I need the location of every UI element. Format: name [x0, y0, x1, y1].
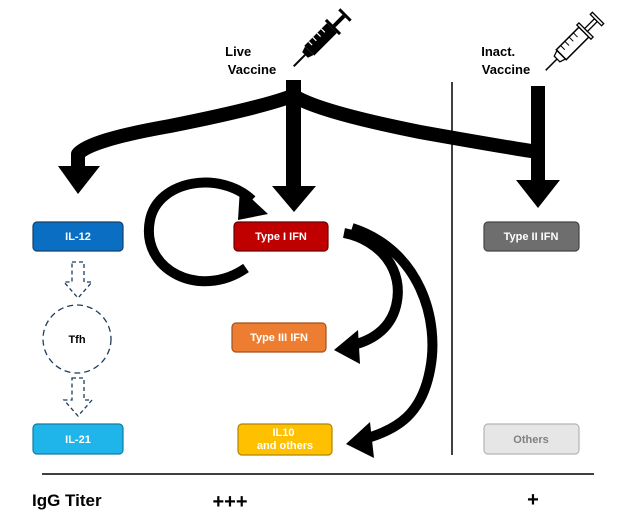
trunk-bar	[286, 80, 301, 188]
type1-ifn-label: Type I IFN	[255, 231, 307, 243]
syringe-outline-icon	[545, 11, 605, 71]
others-node: Others	[483, 423, 580, 455]
inactivated-vaccine-label-line1: Inact.	[481, 44, 515, 59]
il21-node: IL-21	[32, 423, 124, 455]
il12-arrowhead	[58, 166, 100, 194]
tfh-to-il21-dashed-arrow	[62, 377, 94, 417]
il10-node: IL10 and others	[237, 423, 333, 456]
type2-ifn-label: Type II IFN	[504, 231, 559, 243]
type1-ifn-node: Type I IFN	[233, 221, 329, 252]
type3-ifn-label: Type III IFN	[250, 332, 308, 344]
live-vaccine-label-line1: Live	[225, 44, 251, 59]
svg-text:IL10 and others: IL10 and others	[257, 427, 313, 452]
type1-arrowhead	[272, 186, 316, 212]
live-vaccine-label: Live Vaccine	[225, 44, 276, 77]
type2-ifn-node: Type II IFN	[483, 221, 580, 252]
igg-titer-label: IgG Titer	[32, 491, 102, 510]
il12-branch	[71, 89, 295, 168]
type1-to-type3-arrow	[334, 228, 403, 364]
inactivated-vaccine-label: Inact. Vaccine	[481, 44, 530, 77]
inactivated-igg-result: +	[527, 489, 539, 511]
il12-node: IL-12	[32, 221, 124, 252]
il12-label: IL-12	[65, 231, 91, 243]
type3-ifn-node: Type III IFN	[231, 322, 327, 353]
il12-to-tfh-dashed-arrow	[62, 261, 94, 299]
il10-label-line2: and others	[257, 440, 313, 452]
live-vaccine-label-line2: Vaccine	[228, 62, 276, 77]
tfh-label: Tfh	[68, 334, 85, 346]
live-vaccine-arrows	[58, 80, 560, 212]
type1-to-il10-arrow	[346, 223, 438, 458]
inactivated-trunk	[531, 86, 545, 158]
type2-branch	[290, 89, 545, 182]
live-igg-result: +++	[212, 491, 247, 513]
type2-arrowhead	[516, 180, 560, 208]
il21-label: IL-21	[65, 434, 91, 446]
inactivated-vaccine-label-line2: Vaccine	[482, 62, 530, 77]
syringe-filled-icon	[293, 8, 352, 67]
others-label: Others	[513, 434, 548, 446]
tfh-node	[42, 304, 112, 374]
il10-label-line1: IL10	[272, 427, 294, 439]
type1-self-loop	[143, 177, 268, 287]
